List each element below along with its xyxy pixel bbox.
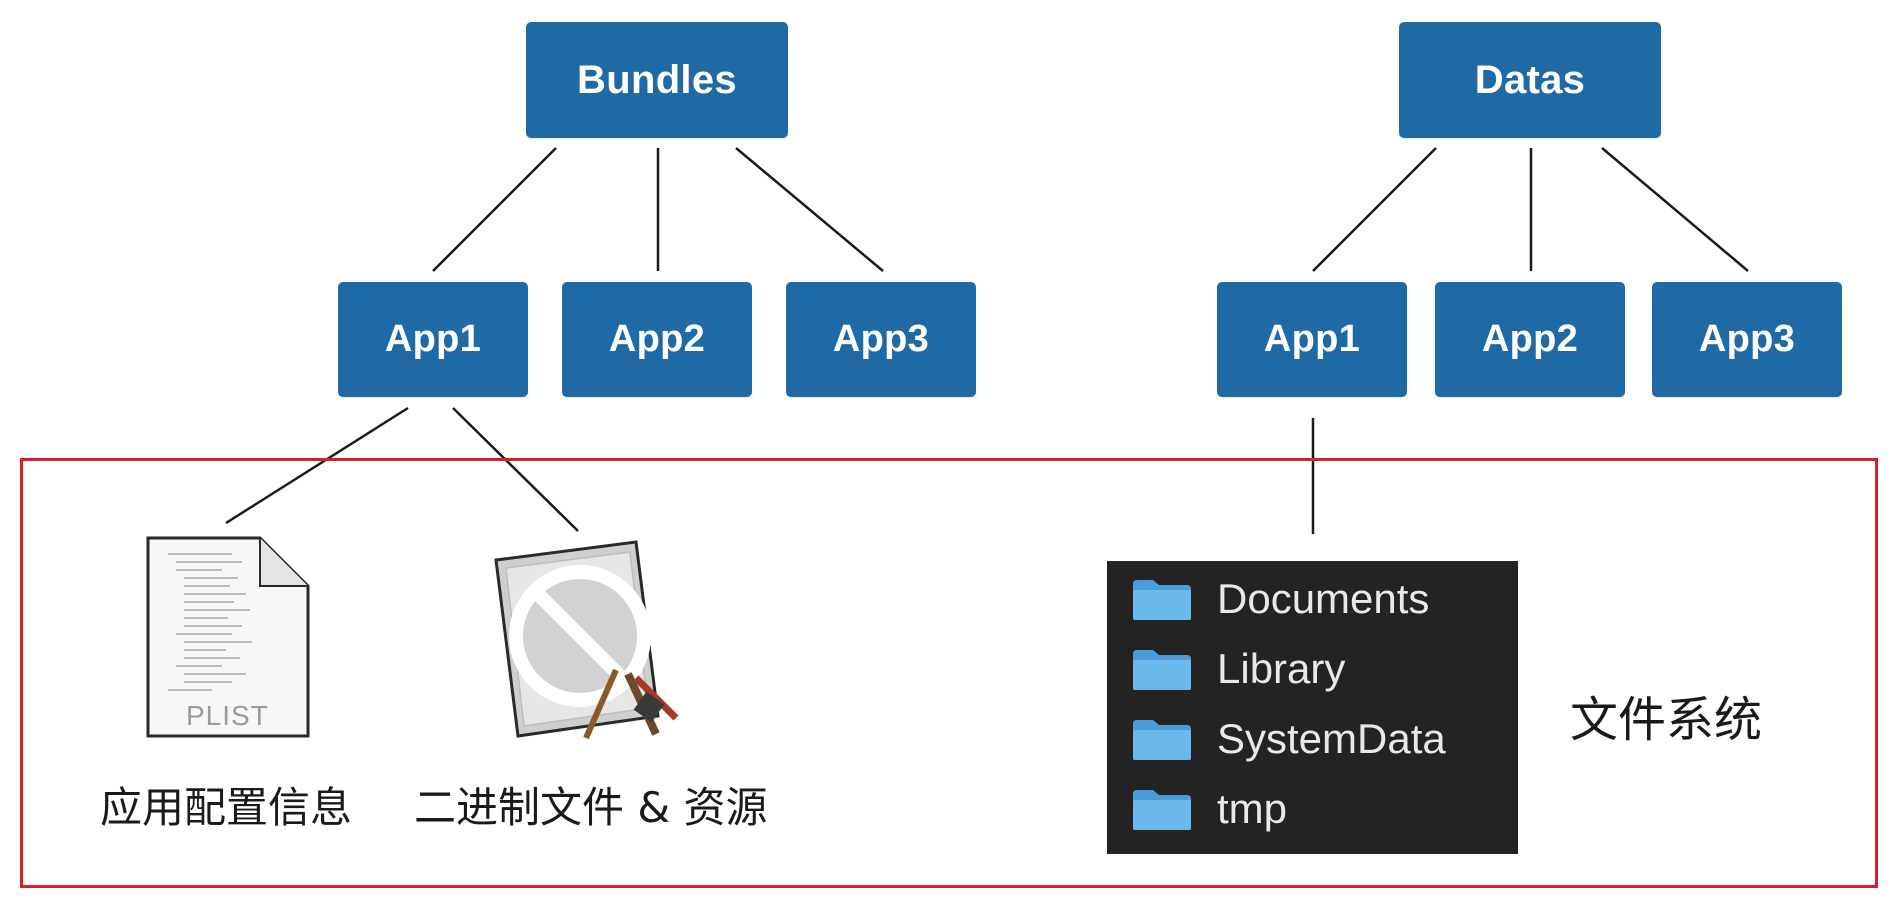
bundles-app3-label: App3	[832, 318, 930, 360]
bundles-app1-node: App1	[338, 282, 528, 397]
folder-name: Documents	[1217, 575, 1430, 622]
folder-icon	[1133, 580, 1191, 620]
folder-icon	[1133, 790, 1191, 830]
edge-app1-plist	[225, 406, 409, 525]
bundles-app2-label: App2	[608, 318, 706, 360]
bundles-app2-node: App2	[562, 282, 752, 397]
edge-bundles-app3	[735, 147, 884, 272]
bundles-app1-label: App1	[384, 318, 482, 360]
plist-file-icon: PLIST	[142, 534, 314, 744]
folder-row-library[interactable]: Library	[1131, 639, 1345, 699]
bundles-node-label: Bundles	[577, 57, 737, 102]
edge-bundles-app1	[432, 147, 557, 272]
folder-row-documents[interactable]: Documents	[1131, 569, 1429, 629]
bundles-node: Bundles	[526, 22, 788, 138]
folder-row-tmp[interactable]: tmp	[1131, 779, 1287, 839]
plist-icon-text: PLIST	[186, 700, 269, 731]
folder-list-panel: Documents Library SystemData tmp	[1107, 561, 1518, 854]
folder-name: SystemData	[1217, 715, 1446, 762]
folder-icon	[1133, 650, 1191, 690]
datas-app1-label: App1	[1263, 318, 1361, 360]
folder-icon	[1133, 720, 1191, 760]
bundles-app3-node: App3	[786, 282, 976, 397]
edge-datas-app1	[1312, 147, 1437, 272]
file-system-label: 文件系统	[1570, 692, 1763, 748]
datas-app1-node: App1	[1217, 282, 1407, 397]
folder-name: tmp	[1217, 785, 1288, 832]
plist-caption: 应用配置信息	[100, 783, 353, 832]
binary-executable-icon	[488, 538, 684, 748]
edge-datas-app3	[1601, 147, 1749, 272]
edge-app1-binary	[452, 407, 579, 532]
datas-app3-label: App3	[1698, 318, 1796, 360]
datas-app2-label: App2	[1481, 318, 1579, 360]
datas-app2-node: App2	[1435, 282, 1625, 397]
datas-app3-node: App3	[1652, 282, 1842, 397]
folder-row-systemdata[interactable]: SystemData	[1131, 709, 1446, 769]
datas-node-label: Datas	[1474, 57, 1586, 102]
datas-node: Datas	[1399, 22, 1661, 138]
binary-caption: 二进制文件 & 资源	[414, 783, 768, 832]
folder-name: Library	[1217, 645, 1346, 692]
highlight-frame	[20, 458, 1878, 888]
